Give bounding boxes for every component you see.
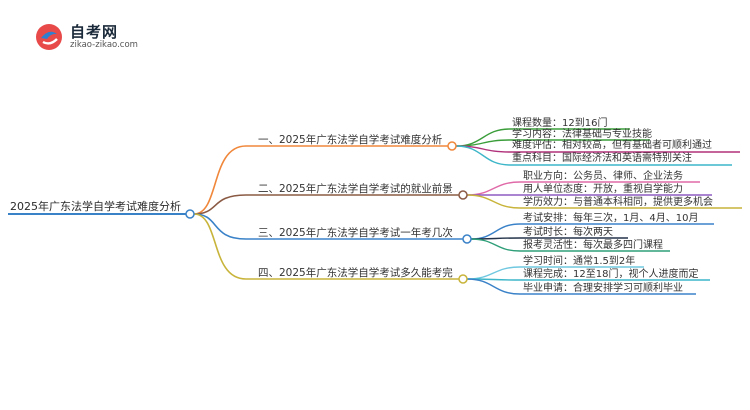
leaf-1-4-link xyxy=(455,145,511,166)
leaf-4-3[interactable]: 毕业申请：合理安排学习可顺利毕业 xyxy=(523,283,683,294)
leaf-1-3[interactable]: 难度评估：相对较高，但有基础者可顺利通过 xyxy=(512,140,712,151)
leaf-2-3[interactable]: 学历效力：与普通本科相同，提供更多机会 xyxy=(523,197,713,208)
root-connector-dot xyxy=(185,209,195,219)
mindmap-root[interactable]: 2025年广东法学自学考试难度分析 xyxy=(10,200,181,213)
leaf-3-1[interactable]: 考试安排：每年三次，1月、4月、10月 xyxy=(523,213,699,224)
branch-3-link xyxy=(193,213,247,240)
leaf-3-2[interactable]: 考试时长：每次两天 xyxy=(523,227,613,238)
leaf-2-1[interactable]: 职业方向：公务员、律师、企业法务 xyxy=(523,171,683,182)
branch-2-label[interactable]: 二、2025年广东法学自学考试的就业前景 xyxy=(258,183,453,195)
branch-1-link xyxy=(193,145,247,215)
branch-2-link xyxy=(193,194,247,215)
logo-icon xyxy=(36,24,62,50)
leaf-2-1-link xyxy=(466,181,521,196)
branch-4-dot xyxy=(458,274,468,284)
site-logo[interactable]: 自考网 zikao-zikao.com xyxy=(34,20,164,54)
leaf-4-2[interactable]: 课程完成：12至18门，视个人进度而定 xyxy=(523,269,699,280)
leaf-3-3[interactable]: 报考灵活性：每次最多四门课程 xyxy=(523,240,663,251)
leaf-4-1-link xyxy=(466,266,521,280)
leaf-2-3-link xyxy=(466,194,521,209)
branch-2-dot xyxy=(458,190,468,200)
branch-1-label[interactable]: 一、2025年广东法学自学考试难度分析 xyxy=(258,134,443,146)
logo-subtitle: zikao-zikao.com xyxy=(70,40,138,50)
branch-4-label[interactable]: 四、2025年广东法学自学考试多久能考完 xyxy=(258,267,453,279)
leaf-4-3-link xyxy=(466,278,521,295)
leaf-1-2-link xyxy=(455,139,511,147)
leaf-2-2[interactable]: 用人单位态度：开放，重视自学能力 xyxy=(523,184,683,195)
branch-3-dot xyxy=(462,234,472,244)
branch-1-dot xyxy=(447,141,457,151)
leaf-1-2[interactable]: 学习内容：法律基础与专业技能 xyxy=(512,129,652,140)
branch-3-label[interactable]: 三、2025年广东法学自学考试一年考几次 xyxy=(258,227,453,239)
leaf-4-1[interactable]: 学习时间：通常1.5到2年 xyxy=(523,256,636,267)
leaf-3-1-link xyxy=(470,223,521,240)
leaf-1-1[interactable]: 课程数量：12到16门 xyxy=(512,118,608,129)
leaf-1-4[interactable]: 重点科目：国际经济法和英语需特别关注 xyxy=(512,153,692,164)
branch-4-link xyxy=(193,213,247,280)
logo-title: 自考网 xyxy=(70,23,119,41)
leaf-3-3-link xyxy=(470,238,521,252)
